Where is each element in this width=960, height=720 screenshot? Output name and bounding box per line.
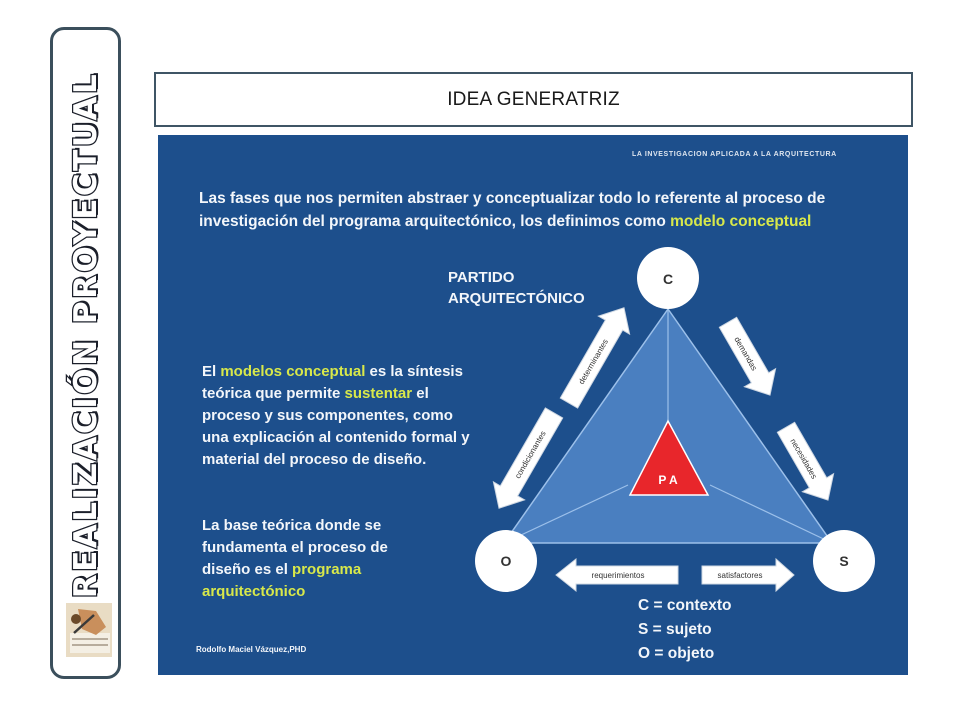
para2-part-a: La base teórica donde se fundamenta el p… — [202, 517, 388, 578]
arrow-requerimientos: requerimientos — [555, 557, 679, 593]
para1-highlight-1: modelos conceptual — [220, 363, 366, 380]
inner-line-right — [709, 484, 833, 544]
node-s — [813, 530, 875, 592]
paragraph-base: La base teórica donde se fundamenta el p… — [202, 515, 432, 603]
para1-part-b: es la síntesis teórica que permite — [202, 363, 463, 402]
title-box: IDEA GENERATRIZ — [154, 72, 913, 127]
inner-line-left — [503, 484, 629, 544]
partido-line-2: ARQUITECTÓNICO — [448, 290, 585, 307]
slide-header: LA INVESTIGACION APLICADA A LA ARQUITECT… — [632, 151, 837, 158]
para2-highlight: programa arquitectónico — [202, 561, 362, 600]
page-title: IDEA GENERATRIZ — [447, 88, 620, 110]
node-c-label: C — [663, 271, 673, 287]
arrow-satisfactores-label: satisfactores — [718, 571, 763, 580]
author-credit: Rodolfo Maciel Vázquez,PHD — [196, 645, 307, 654]
node-o — [475, 530, 537, 592]
arrow-satisfactores: satisfactores — [701, 557, 795, 593]
legend-item-o: O = objeto — [638, 645, 715, 662]
intro-text: Las fases que nos permiten abstraer y co… — [199, 187, 889, 233]
side-banner: REALIZACIÓN PROYECTUAL — [50, 27, 121, 679]
paragraph-modelo: El modelos conceptual es la síntesis teó… — [202, 361, 472, 471]
center-pa-triangle — [628, 419, 710, 496]
legend-item-s: S = sujeto — [638, 621, 712, 638]
node-o-label: O — [501, 553, 512, 569]
slide-image: LA INVESTIGACION APLICADA A LA ARQUITECT… — [158, 135, 908, 675]
partido-line-1: PARTIDO — [448, 269, 515, 286]
intro-text-part: Las fases que nos permiten abstraer y co… — [199, 190, 826, 230]
center-pa-label: P A — [658, 473, 678, 487]
intro-highlight: modelo conceptual — [670, 213, 812, 230]
para1-part-a: El — [202, 363, 221, 380]
node-s-label: S — [839, 553, 848, 569]
partido-label: PARTIDO ARQUITECTÓNICO — [448, 267, 585, 309]
legend: C = contexto S = sujeto O = objeto — [638, 594, 731, 666]
arrow-requerimientos-label: requerimientos — [592, 571, 645, 580]
para1-highlight-2: sustentar — [344, 385, 413, 402]
conceptual-model-diagram: P A C O S determinantes demandas condici… — [475, 247, 875, 593]
para1-part-c: el proceso y sus componentes, como una e… — [202, 385, 470, 468]
node-c — [637, 247, 699, 309]
legend-item-c: C = contexto — [638, 597, 732, 614]
drafting-hand-logo-icon — [66, 603, 112, 657]
side-banner-title: REALIZACIÓN PROYECTUAL — [66, 71, 105, 600]
